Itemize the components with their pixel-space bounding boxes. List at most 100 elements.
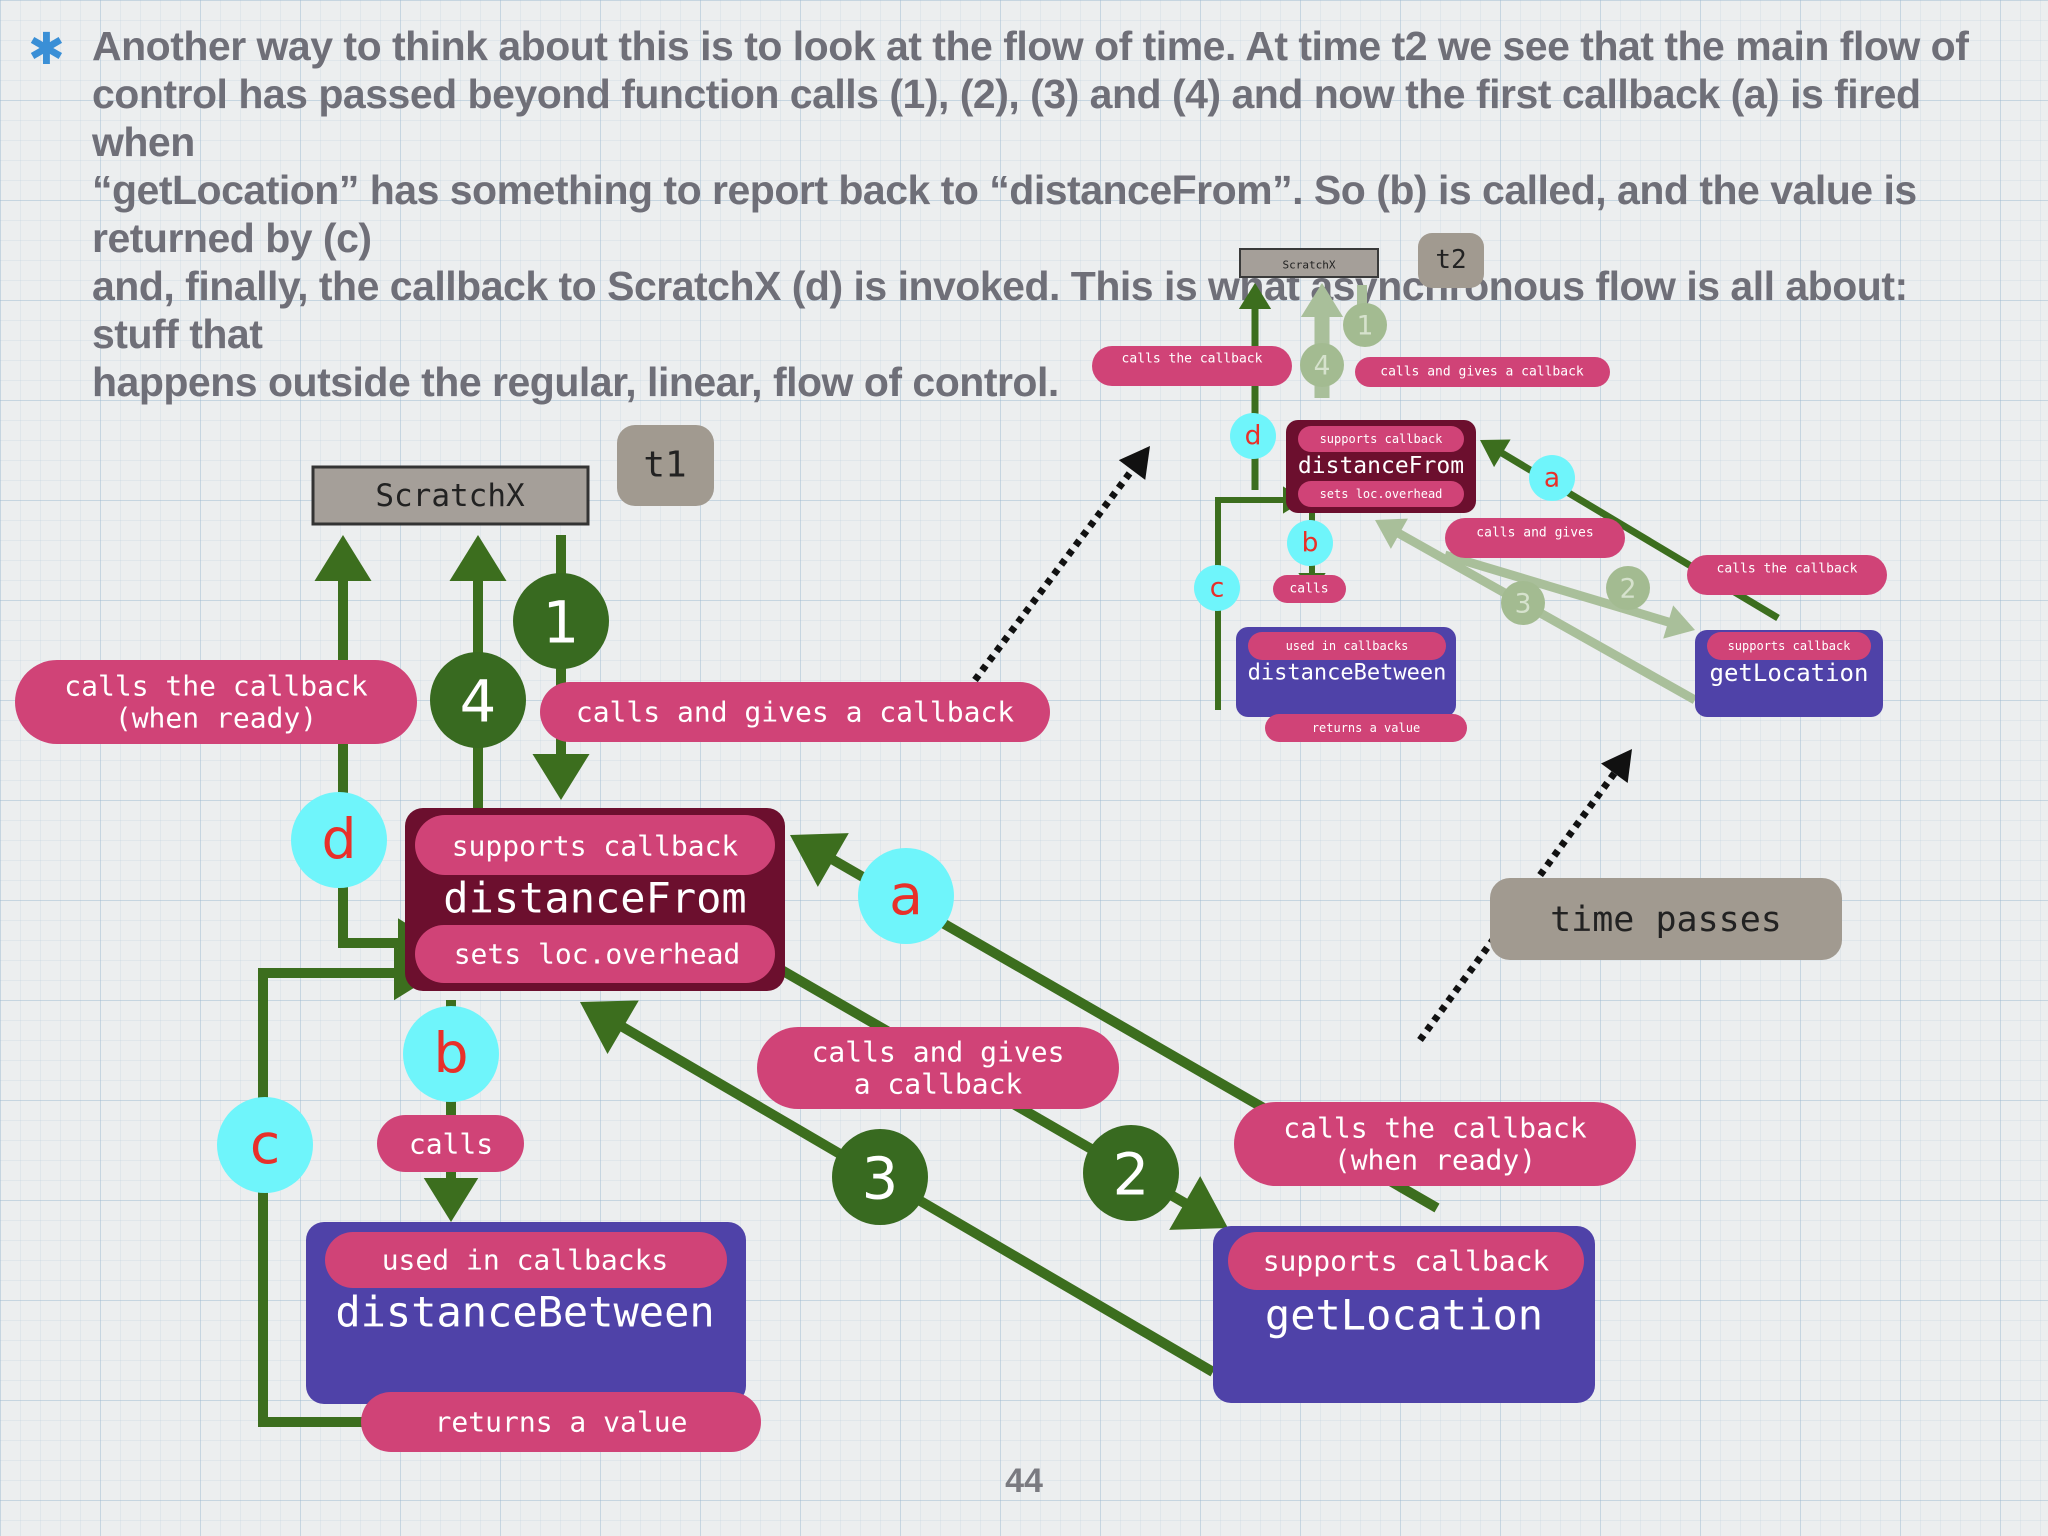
t1-label-calls	[377, 1115, 524, 1172]
t1-time-tag-label: t1	[643, 445, 686, 486]
t2-label-calls-gives-mid-text: calls and gives	[1476, 526, 1593, 541]
t2-step-3-label: 3	[1515, 588, 1532, 619]
t2-label-calls-gives-top-text: calls and gives a callback	[1380, 365, 1584, 380]
t2-label-calls-gives-mid	[1445, 518, 1625, 558]
t1-marker-a	[858, 848, 954, 944]
t2-arrow-d-head	[1238, 283, 1272, 309]
t2-time-tag	[1418, 233, 1484, 288]
t1-label-calls-gives-mid-text-line: a callback	[854, 1068, 1023, 1101]
t1-distanceFrom-name: distanceFrom	[443, 874, 746, 923]
t1-label-calls-gives-top	[540, 682, 1050, 742]
t2-arrow-2-shaft	[1443, 550, 1675, 628]
t2-marker-a	[1529, 455, 1575, 501]
t2-distanceBetween-badge	[1248, 632, 1446, 660]
t1-step-4-label: 4	[460, 668, 497, 735]
t2-distanceFrom-badge	[1298, 426, 1464, 452]
time-passes-label: time passes	[1550, 900, 1782, 940]
t1-distanceBetween-badge-label: used in callbacks	[382, 1244, 669, 1277]
t2-marker-d-label: d	[1245, 421, 1262, 452]
t1-time-tag	[617, 425, 714, 506]
t2-distanceFrom-badge-label: supports callback	[1320, 432, 1444, 446]
time-arrow-upper-head	[1118, 446, 1150, 480]
t1-arrow-a-head	[790, 833, 849, 887]
t2-marker-d	[1230, 413, 1276, 459]
t1-marker-b	[403, 1006, 499, 1102]
t1-scratchx-label: ScratchX	[375, 478, 525, 514]
t2-arrow-2-head	[1663, 605, 1695, 639]
t2-label-calls-callback-left	[1092, 346, 1292, 386]
t2-step-4	[1300, 343, 1344, 387]
t2-distanceFrom-name: distanceFrom	[1298, 453, 1464, 479]
t1-marker-d-label: d	[321, 808, 356, 872]
t1-step-1-label: 1	[543, 589, 580, 656]
t1-marker-d	[291, 792, 387, 888]
t2-arrow-c-shaft	[1215, 497, 1288, 710]
t1-label-calls-callback-right-text-line: calls the callback	[1283, 1112, 1587, 1145]
page-number: 44	[1005, 1462, 1043, 1500]
t2-getLocation-name: getLocation	[1710, 659, 1869, 687]
t1-step-4	[430, 652, 526, 748]
bullet-icon: ✱	[28, 24, 65, 75]
t1-arrow-4-head	[449, 535, 507, 581]
t2-getLocation-badge	[1707, 632, 1871, 660]
t2-distanceFrom-note	[1298, 481, 1464, 507]
t1-scratchx-box	[311, 465, 590, 526]
t1-label-calls-callback-left	[15, 660, 417, 744]
t1-label-calls-callback-right-text: calls the callback(when ready)	[1283, 1112, 1587, 1177]
t2-step-4-label: 4	[1314, 350, 1331, 381]
t1-arrow-b-head	[423, 1178, 479, 1222]
t2-marker-c-label: c	[1210, 573, 1225, 604]
t2-marker-a-label: a	[1544, 463, 1560, 494]
t1-distanceFrom-badge-label: supports callback	[452, 830, 739, 863]
t1-arrow-2-head	[1169, 1176, 1228, 1230]
t1-marker-a-label: a	[889, 864, 923, 928]
t1-distanceFrom-note	[415, 925, 775, 983]
t2-step-2	[1606, 566, 1650, 610]
time-passes-tag	[1490, 878, 1842, 960]
t1-arrow-d-head	[314, 535, 372, 581]
t1-label-calls-text: calls	[409, 1128, 493, 1161]
t2-distanceBetween-badge-label: used in callbacks	[1286, 639, 1409, 653]
t2-label-calls-callback-right-text: calls the callback	[1717, 562, 1858, 577]
time-arrow-upper	[972, 446, 1150, 683]
time-arrow-upper-shaft	[972, 463, 1139, 683]
t1-step-1	[513, 573, 609, 669]
t1-arrow-3-head	[580, 1000, 639, 1054]
t2-scratchx-box	[1239, 248, 1379, 278]
t2-step-1	[1343, 303, 1387, 347]
t2-label-calls-callback-right	[1687, 555, 1887, 595]
t2-getLocation-badge-label: supports callback	[1728, 639, 1852, 653]
t1-label-calls-callback-right	[1234, 1102, 1636, 1186]
t1-marker-c-label: c	[250, 1113, 280, 1177]
t2-step-1-label: 1	[1357, 310, 1374, 341]
t1-distanceBetween-badge	[325, 1232, 727, 1288]
t2-label-calls-callback-left-text: calls the callback	[1122, 352, 1263, 367]
t2-arrow-4-head	[1300, 283, 1344, 317]
t2-arrow-a-head	[1480, 439, 1511, 468]
t2-distanceBetween-name: distanceBetween	[1248, 661, 1447, 686]
t2-label-calls-gives-top	[1355, 357, 1610, 387]
t1-label-calls-gives-mid	[757, 1027, 1119, 1109]
t1-label-calls-callback-left-text-line: calls the callback	[64, 670, 368, 703]
t1-step-2	[1083, 1125, 1179, 1221]
explanation-paragraph: Another way to think about this is to lo…	[92, 23, 1969, 405]
t2-time-tag-label: t2	[1435, 245, 1466, 275]
t1-distanceFrom-note-label: sets loc.overhead	[454, 938, 741, 971]
t2-distanceBetween-note-label: returns a value	[1312, 721, 1420, 735]
t2-distanceBetween-note	[1265, 714, 1467, 742]
t2-step-3	[1501, 581, 1545, 625]
t1-arrow-1-head	[532, 754, 590, 800]
t1-marker-c	[217, 1097, 313, 1193]
t1-step-3	[832, 1129, 928, 1225]
t2-arrow-d	[1238, 283, 1272, 490]
t2-step-2-label: 2	[1620, 573, 1637, 604]
t1-getLocation-badge-label: supports callback	[1263, 1245, 1550, 1278]
t2-marker-b-label: b	[1302, 528, 1319, 559]
t2-label-calls	[1273, 575, 1346, 603]
t1-distanceBetween-note	[361, 1392, 761, 1452]
t2-marker-c	[1194, 565, 1240, 611]
